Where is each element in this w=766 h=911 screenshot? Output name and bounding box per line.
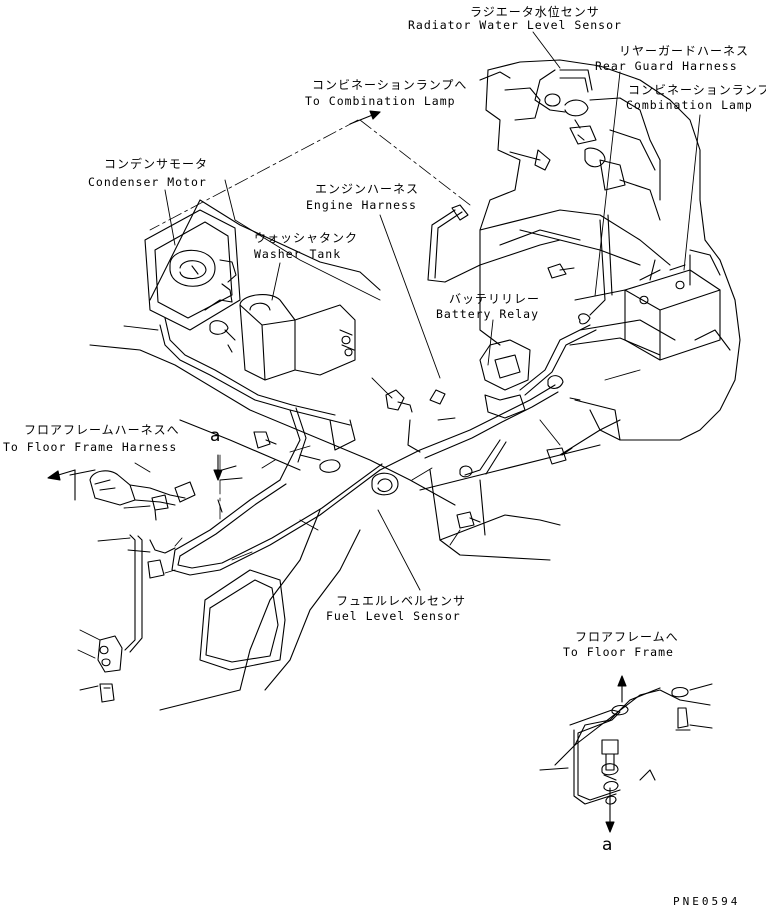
battery-relay-label-en: Battery Relay bbox=[436, 307, 540, 321]
arrows bbox=[48, 111, 626, 832]
break-lines bbox=[70, 72, 510, 500]
engine-harness-label-jp: エンジンハーネス bbox=[315, 182, 420, 196]
rear-guard-harness bbox=[520, 215, 640, 395]
fuel-level-sensor-label-jp: フュエルレベルセンサ bbox=[336, 594, 467, 608]
to-floor-frame-harness-label-en: To Floor Frame Harness bbox=[3, 440, 178, 454]
to-floor-frame-label-jp: フロアフレームへ bbox=[575, 630, 679, 644]
condenser-motor bbox=[145, 200, 380, 330]
arrow-to-combination-lamp bbox=[370, 111, 380, 119]
washer-tank-label-en: Washer Tank bbox=[254, 247, 342, 261]
rear-guard-harness-label-jp: リヤーガードハーネス bbox=[619, 44, 750, 58]
fuel-level-sensor-label-en: Fuel Level Sensor bbox=[326, 609, 461, 623]
washer-tank-label-jp: ウォッシャタンク bbox=[254, 231, 359, 245]
engine-harness-upper bbox=[428, 205, 560, 282]
leader-lines bbox=[78, 32, 700, 690]
engine-harness-label-en: Engine Harness bbox=[306, 198, 417, 212]
to-combination-lamp-label-jp: コンビネーションランプへ bbox=[312, 78, 468, 92]
condenser-motor-label-en: Condenser Motor bbox=[88, 175, 207, 189]
rear-guard-harness-label-en: Rear Guard Harness bbox=[595, 59, 738, 73]
battery-relay-label-jp: バッテリリレー bbox=[449, 292, 541, 306]
centerlines bbox=[150, 120, 470, 520]
to-floor-frame-harness-label-jp: フロアフレームハーネスへ bbox=[24, 423, 180, 437]
reference-a-bottom: a bbox=[602, 835, 614, 855]
drawing-code: PNE0594 bbox=[673, 895, 741, 908]
radiator-sensor-label-jp: ラジエータ水位センサ bbox=[470, 5, 600, 19]
combination-lamp-label-en: Combination Lamp bbox=[626, 98, 753, 112]
to-floor-frame-label-en: To Floor Frame bbox=[563, 645, 674, 659]
condenser-motor-label-jp: コンデンサモータ bbox=[104, 157, 209, 171]
fuel-level-sensor bbox=[372, 473, 398, 495]
arrow-ref-a-bottom bbox=[606, 822, 614, 832]
radiator-sensor-wiring bbox=[510, 70, 592, 170]
arrow-to-floor-frame bbox=[618, 676, 626, 686]
to-combination-lamp-label-en: To Combination Lamp bbox=[305, 94, 456, 108]
bolts bbox=[152, 264, 574, 528]
engine-harness-main bbox=[408, 340, 563, 477]
washer-tank bbox=[240, 295, 355, 380]
combination-lamp-label-jp: コンビネーションランプ bbox=[628, 83, 766, 97]
reference-a-top: a bbox=[210, 426, 222, 446]
left-harness bbox=[160, 284, 420, 575]
battery-box bbox=[570, 255, 720, 440]
arrow-ref-a-top bbox=[214, 470, 222, 480]
radiator-sensor-label-en: Radiator Water Level Sensor bbox=[408, 18, 622, 32]
floor-frame-detail bbox=[540, 684, 712, 804]
arrow-to-floor-frame-harness bbox=[48, 471, 60, 480]
engine-block bbox=[480, 60, 740, 440]
floor-frame-harness bbox=[90, 471, 195, 702]
chassis-frame bbox=[90, 345, 620, 710]
